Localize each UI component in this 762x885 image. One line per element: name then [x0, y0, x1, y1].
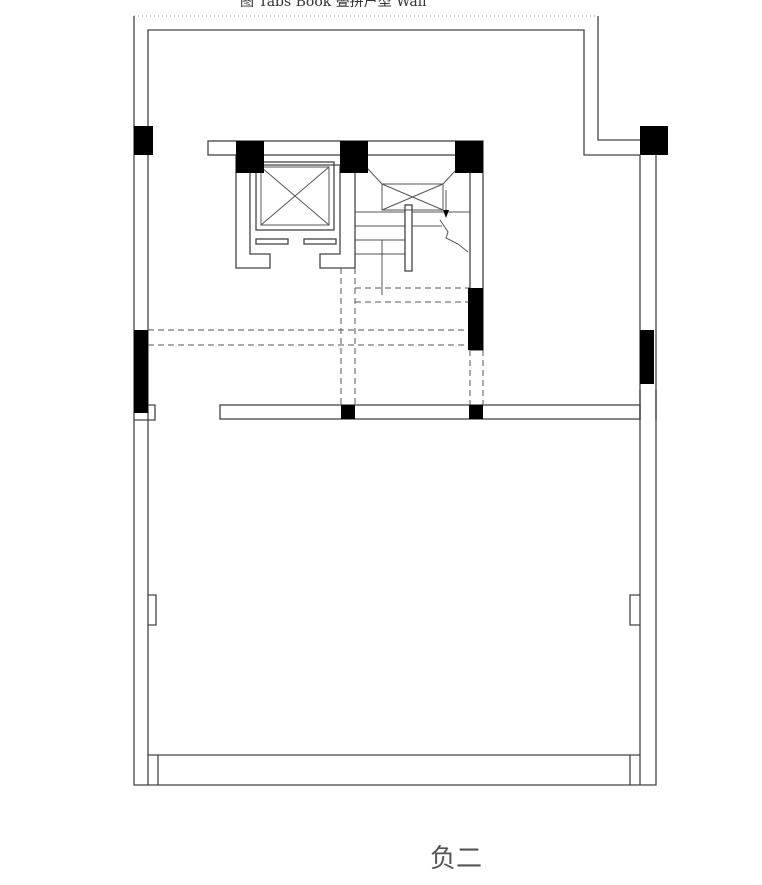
structural-columns [134, 126, 668, 419]
column [468, 288, 483, 350]
stair-direction-arrow-icon [443, 210, 449, 218]
column [455, 141, 483, 173]
column [134, 126, 153, 155]
floor-level-label: 负二 [430, 844, 483, 874]
stair [354, 154, 471, 295]
outer-walls [133, 16, 657, 786]
column [341, 405, 355, 419]
column [640, 126, 668, 155]
elevator-car [255, 161, 337, 245]
top-caption: 图 Tabs Book 叠拼户型 Wall [240, 0, 427, 10]
column [640, 330, 654, 384]
column [134, 330, 148, 413]
interior-partition [219, 390, 657, 420]
beam-dashed-lines [148, 268, 484, 405]
column [469, 405, 483, 419]
column [340, 141, 368, 173]
column [236, 141, 264, 173]
